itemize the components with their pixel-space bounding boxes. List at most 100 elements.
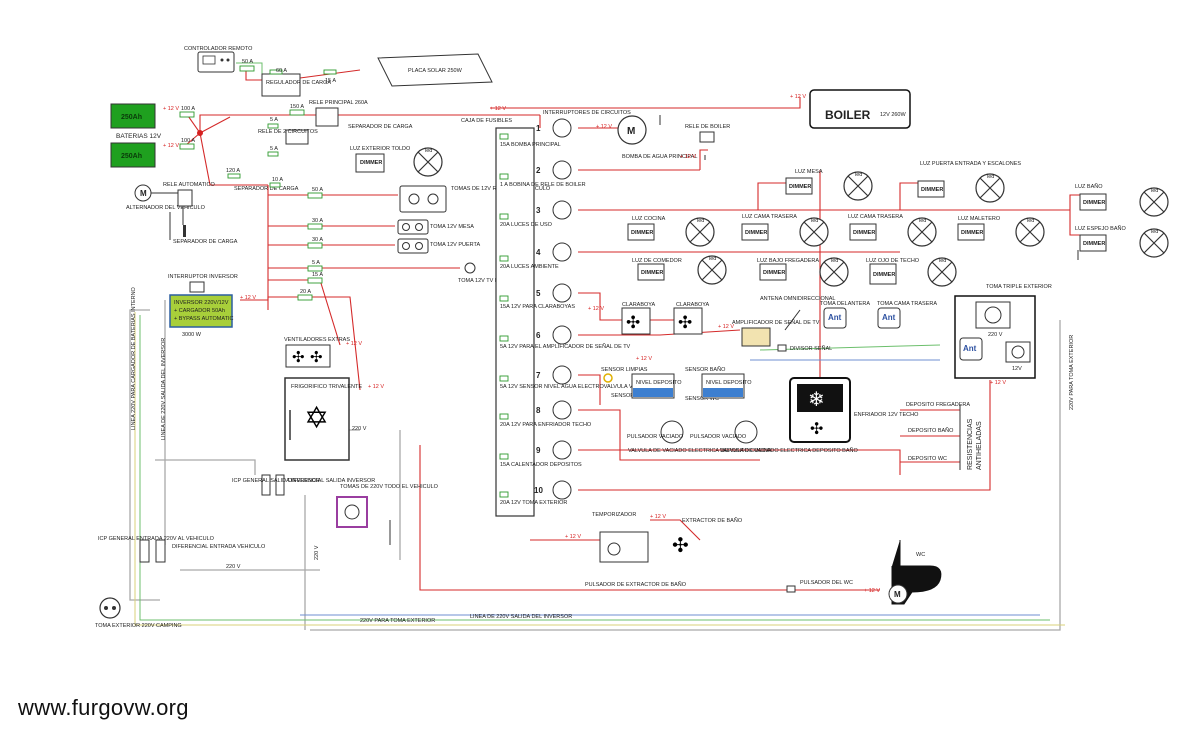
wires — [129, 62, 1080, 631]
frigorifico-label: FRIGORIFICO TRIVALENTE — [291, 384, 362, 390]
plus12-sensor: + 12 V — [636, 356, 652, 362]
bomba-m: M — [627, 126, 635, 137]
plus12-triple: + 12 V — [990, 380, 1006, 386]
dimmer-maletero: DIMMER — [961, 230, 983, 236]
linea-salida-label: LINEA DE 220V SALIDA DEL INVERSOR — [161, 338, 167, 440]
toma-triple: TOMA TRIPLE EXTERIOR 220 V Ant 12V + 12 … — [954, 284, 1052, 386]
circuit-10-num: 10 — [534, 486, 543, 495]
inversor-line3: + BYPASS AUTOMATIC — [174, 316, 233, 322]
boiler: BOILER 12V 260W — [809, 89, 911, 129]
rele-automatico-label: RELE AUTOMATICO — [163, 182, 215, 188]
luz-techo-label: LUZ OJO DE TECHO — [866, 258, 920, 264]
dimmer-techo: DIMMER — [873, 272, 895, 278]
resistencias-label: RESISTENCIAS — [967, 418, 974, 470]
separador-label: SEPARADOR DE CARGA — [173, 239, 238, 245]
v220-toma-ext-label: 220V PARA TOMA EXTERIOR — [360, 618, 435, 624]
luz-cocina: LUZ COCINA DIMMER led — [627, 216, 715, 247]
fuse-5a-tv: 5 A — [312, 260, 320, 266]
antena-label: ANTENA OMNIDIRECCIONAL — [760, 296, 835, 302]
toma-triple-12v: 12V — [1012, 366, 1022, 372]
fuse-150a: 150 A — [290, 104, 304, 110]
fuse-30a-2: 30 A — [312, 237, 323, 243]
v220-frig: 220 V — [352, 426, 367, 432]
luz-cama-1: LUZ CAMA TRASERA DIMMER led — [741, 214, 829, 247]
frigorifico: FRIGORIFICO TRIVALENTE ✡ + 12 V 220 V — [284, 377, 384, 461]
plus12-temp: + 12 V — [565, 534, 581, 540]
led-bano: led — [1151, 188, 1158, 194]
enfriador-label: ENFRIADOR 12V TECHO — [854, 412, 919, 418]
alternador-label: ALTERNADOR DEL VEHICULO — [126, 205, 206, 211]
dimmer-fregadera: DIMMER — [763, 270, 785, 276]
circuit-4: 20A LUCES AMBIENTE 4 — [499, 242, 572, 270]
baterias: 250Ah 250Ah BATERIAS 12V 100 A + 12 V 10… — [110, 103, 203, 168]
snowflake-icon-frig: ✡ — [304, 402, 329, 435]
luz-exterior-label: LUZ EXTERIOR TOLDO — [350, 146, 411, 152]
circuit-7: 5A 12V SENSOR NIVEL AGUA ELECTROVALVULA … — [499, 365, 654, 390]
battery-1-label: 250Ah — [121, 114, 142, 121]
ventiladores: VENTILADORES EXTRAS ✣ ✣ + 12 V — [284, 337, 362, 368]
valvula-2-label: VALVULA DE VACIADO ELECTRICA DEPOSITO BA… — [720, 447, 858, 454]
luz-mesa: LUZ MESA DIMMER led — [785, 169, 873, 201]
placa-label: PLACA SOLAR 250W — [408, 68, 463, 74]
circuit-6-num: 6 — [536, 331, 541, 340]
dif-entrada-label: DIFERENCIAL ENTRADA VEHICULO — [172, 544, 266, 550]
v220-entrada: 220 V — [226, 564, 241, 570]
luz-techo: LUZ OJO DE TECHO DIMMER led — [866, 257, 957, 287]
led-comedor: led — [709, 256, 716, 262]
fuse-50a-top: 50 A — [242, 59, 253, 65]
alternador: M ALTERNADOR DEL VEHICULO RELE AUTOMATIC… — [126, 182, 238, 245]
luz-espejo: LUZ ESPEJO BAÑO DIMMER led — [1075, 225, 1169, 258]
bomba-label: BOMBA DE AGUA PRINCIPAL — [622, 154, 697, 160]
circuit-3-num: 3 — [536, 206, 541, 215]
pulsador-extractor-label: PULSADOR DE EXTRACTOR DE BAÑO — [585, 581, 687, 588]
regulador-label: REGULADOR DE CARGA — [266, 80, 331, 86]
v220-vertical: 220 V — [314, 545, 320, 560]
circuit-10-label: 20A 12V TOMA EXTERIOR — [500, 500, 567, 506]
dimmer-bano: DIMMER — [1083, 200, 1105, 206]
circuit-7-num: 7 — [536, 371, 541, 380]
dimmer-cocina: DIMMER — [631, 230, 653, 236]
led-espejo: led — [1151, 229, 1158, 235]
dimmer-comedor: DIMMER — [641, 270, 663, 276]
interruptor-inversor-label: INTERRUPTOR INVERSOR — [168, 274, 238, 280]
plus12-bat1: + 12 V — [163, 106, 179, 112]
divisor-label: DIVISOR SEÑAL — [790, 345, 832, 352]
separador-carga-2: SEPARADOR DE CARGA — [348, 124, 413, 130]
led-cama-1: led — [811, 218, 818, 224]
boiler-label: BOILER — [825, 108, 871, 122]
controlador-remoto: CONTROLADOR REMOTO — [184, 46, 253, 73]
linea-salida2-label: LINEA DE 220V SALIDA DEL INVERSOR — [470, 614, 572, 620]
circuit-4-label: 20A LUCES AMBIENTE — [500, 264, 559, 270]
rele-principal: RELE PRINCIPAL 260A 150 A SEPARADOR DE C… — [226, 100, 413, 192]
circuit-2: 1 A BOBINA DE RELE DE BOILER 2 — [499, 160, 586, 188]
fuse-5a-a: 5 A — [270, 117, 278, 123]
circuit-4-num: 4 — [536, 248, 541, 257]
plus12-extr: + 12 V — [650, 514, 666, 520]
interruptores-label: INTERRUPTORES DE CIRCUITOS — [543, 110, 631, 116]
fuse-30a-1: 30 A — [312, 218, 323, 224]
dif-salida-label: DIFERENCIAL SALIDA INVERSOR — [288, 478, 375, 484]
led-fregadera: led — [831, 258, 838, 264]
circuit-6: 5A 12V PARA EL AMPLIFICADOR DE SEÑAL DE … — [499, 325, 631, 350]
rele-2c-label: RELE DE 2 CIRCUITOS — [258, 129, 318, 135]
fan-icon-1: ✣ — [292, 349, 305, 366]
plus12-bat2: + 12 V — [163, 143, 179, 149]
luz-cocina-label: LUZ COCINA — [632, 216, 666, 222]
luz-espejo-label: LUZ ESPEJO BAÑO — [1075, 225, 1126, 232]
fuse-100a-1: 100 A — [181, 106, 195, 112]
resistencias: DEPOSITO FREGADERA DEPOSITO BAÑO DEPOSIT… — [900, 402, 983, 470]
luz-mesa-label: LUZ MESA — [795, 169, 823, 175]
v220-toma-ext-r: 220V PARA TOMA EXTERIOR — [1069, 335, 1075, 410]
circuit-2-num: 2 — [536, 166, 541, 175]
dimmer-cama-2: DIMMER — [853, 230, 875, 236]
claraboya-2-label: CLARABOYA — [676, 302, 710, 308]
circuit-2-label: 1 A BOBINA DE RELE DE BOILER — [500, 182, 586, 188]
claraboya-1-label: CLARABOYA — [622, 302, 656, 308]
toma12-tv-label: TOMA 12V TV ENTRADA — [458, 278, 521, 284]
dimmer-cama-1: DIMMER — [745, 230, 767, 236]
inversor-watts: 3000 W — [182, 332, 202, 338]
sensor-limpias-label: SENSOR LIMPIAS — [601, 367, 648, 373]
toma12-puerta-label: TOMA 12V PUERTA — [430, 242, 480, 248]
